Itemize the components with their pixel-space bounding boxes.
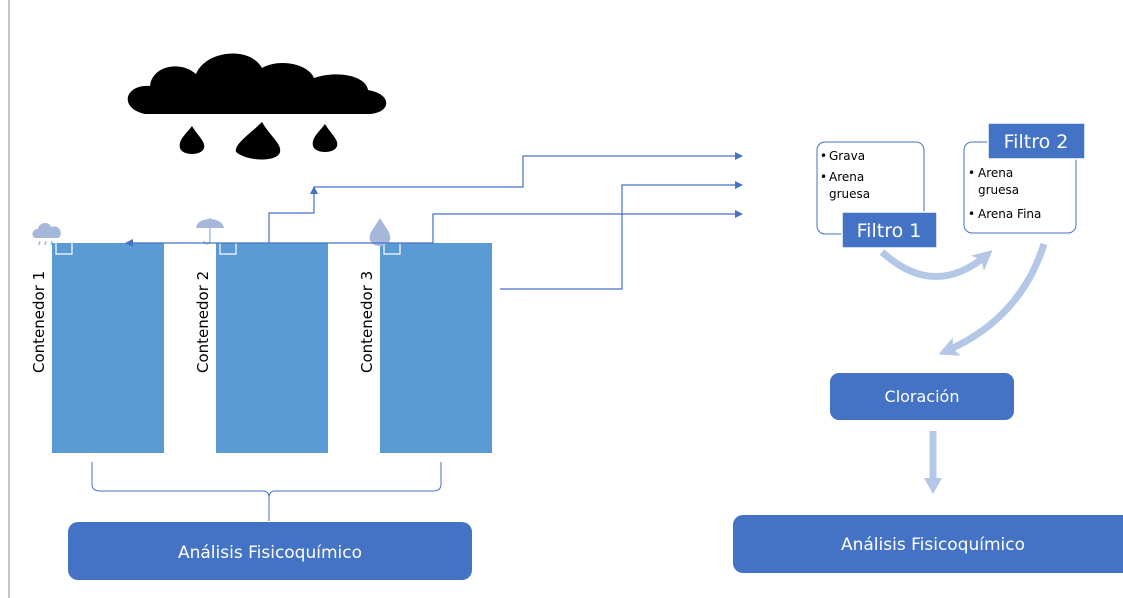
filtro2-item-2: Arena Fina [978,207,1041,221]
filtro2-bullet-2: • [968,207,975,221]
container-1-corner [55,243,73,255]
arrow-to-filter-top [314,152,743,188]
rain-cloud-icon [32,223,61,246]
filtro2-title-box: Filtro 2 [987,122,1086,160]
container-2-label: Contenedor 2 [194,271,212,373]
filtro1-title: Filtro 1 [857,220,922,242]
container-2-corner [219,243,237,255]
rain-cloud-icon [127,53,387,160]
cloracion-box: Cloración [830,373,1014,420]
container-1-label: Contenedor 1 [30,271,48,373]
container-1 [52,243,164,453]
filtro2-bullet-1: • [968,166,975,180]
flow-arrow-cloracion-down-head [924,478,942,494]
water-drop-icon [369,218,391,246]
arrow-to-filter-bottom [432,210,743,243]
filtro1-item-1: Grava [829,149,865,163]
filtro2-title: Filtro 2 [1004,131,1069,153]
umbrella-icon [196,218,224,245]
container-3-label: Contenedor 3 [358,271,376,373]
right-analysis-box: Análisis Fisicoquímico [733,515,1123,573]
flow-arrow-filtro1-to-filtro2 [879,249,993,280]
left-analysis-box: Análisis Fisicoquímico [68,522,472,580]
containers-bracket [91,462,442,499]
container-3 [380,243,492,453]
left-analysis-label: Análisis Fisicoquímico [178,543,362,563]
container-3-corner [383,243,401,255]
filtro1-title-box: Filtro 1 [841,211,938,249]
filtro1-bullet-2: • [820,170,827,184]
right-analysis-label: Análisis Fisicoquímico [841,535,1025,555]
arrow-to-filter-middle [500,181,743,290]
cloracion-label: Cloración [885,387,960,406]
container-2 [216,243,328,453]
filtro1-bullet-1: • [820,149,827,163]
flow-arrow-filtro2-to-cloracion [938,242,1048,356]
arrow-container-2-up [268,186,318,243]
